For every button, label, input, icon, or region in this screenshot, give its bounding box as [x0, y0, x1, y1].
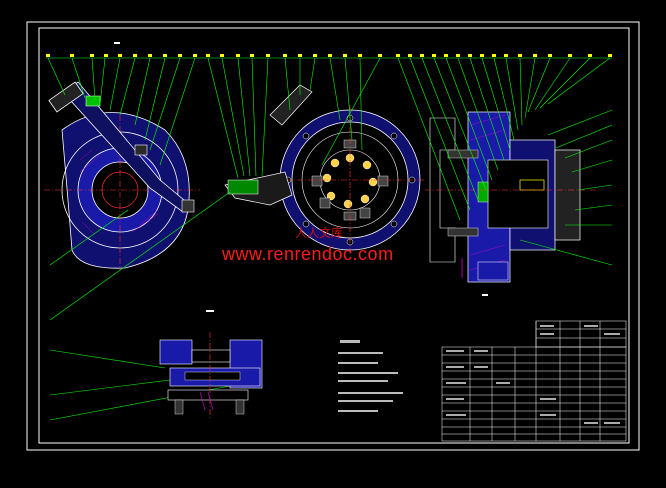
detail-magenta — [199, 391, 214, 411]
detail-view — [159, 332, 263, 420]
detail-slot — [184, 371, 241, 381]
leader-ticks-top — [46, 54, 612, 57]
right-bolt-bottom — [447, 227, 479, 237]
detail-base — [167, 389, 249, 401]
left-view — [44, 81, 200, 270]
center-arm-clamp — [227, 179, 259, 195]
left-mid-block — [134, 144, 148, 156]
watermark-url: www.renrendoc.com — [222, 244, 394, 264]
right-body-right — [554, 149, 581, 241]
detail-top-left — [159, 339, 193, 365]
inner-frame — [38, 27, 630, 444]
notes-block — [338, 340, 403, 412]
leader-lines-top — [47, 57, 611, 221]
left-lever-block — [85, 95, 101, 107]
right-core — [487, 159, 549, 229]
right-flange-left — [429, 117, 456, 263]
right-bolt-top — [447, 149, 479, 159]
right-view — [425, 111, 600, 283]
leader-lines-right — [519, 109, 613, 266]
center-top-lever — [269, 84, 313, 126]
outer-frame — [26, 21, 640, 451]
center-view — [224, 84, 425, 255]
center-arm — [224, 171, 293, 206]
watermark-cn: 人人文库 — [295, 226, 344, 240]
detail-mid — [191, 349, 231, 363]
left-lever — [48, 81, 84, 113]
left-clamp-pad — [181, 199, 195, 213]
view-label-marks — [114, 42, 488, 312]
title-block — [441, 320, 627, 442]
detail-feet — [174, 399, 245, 415]
title-block-text-marks — [446, 325, 620, 424]
right-tail — [477, 261, 509, 281]
right-green-part — [477, 181, 489, 203]
left-hatch — [79, 149, 159, 235]
